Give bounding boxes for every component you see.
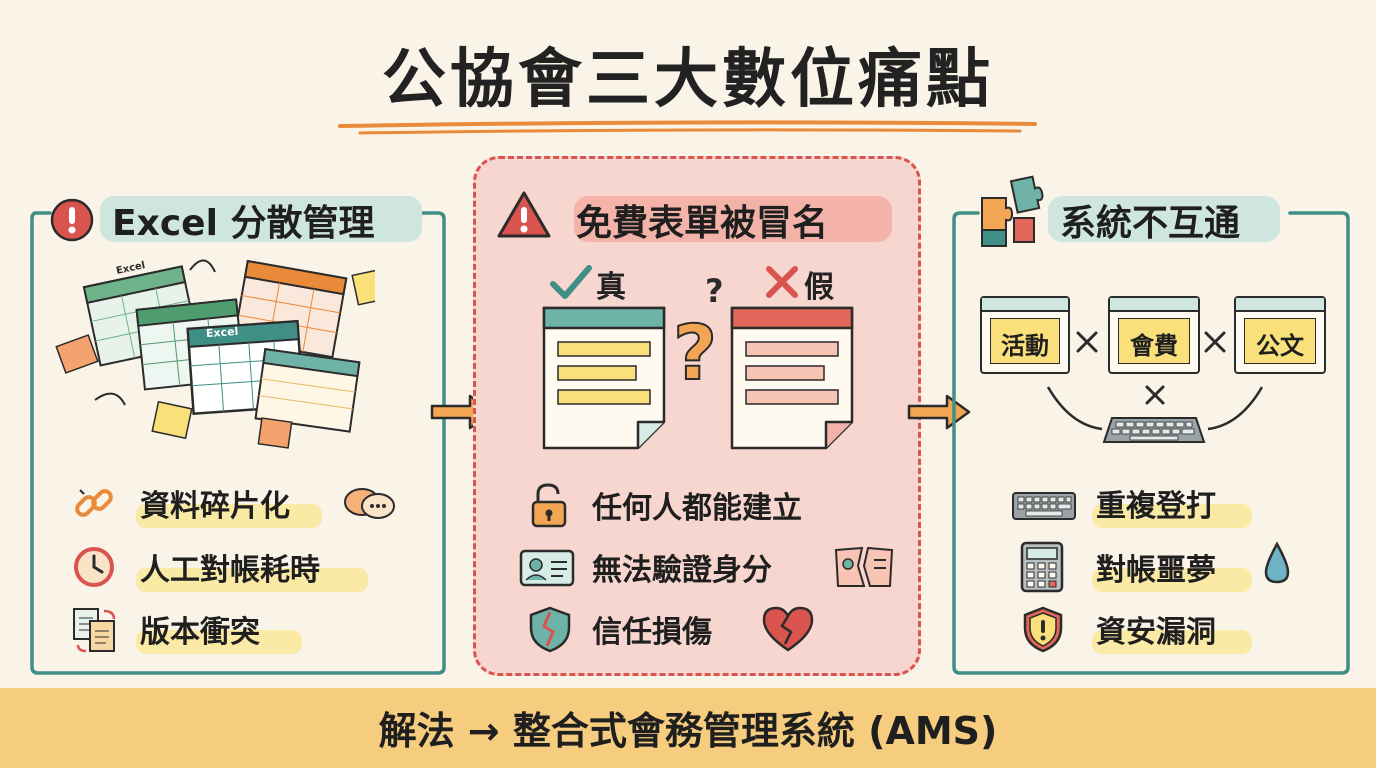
- keyboard-small-icon: [1012, 492, 1076, 520]
- panel-excel-title-highlight: [100, 196, 422, 242]
- clock-icon: [74, 547, 114, 587]
- panel-system-silos-title: 系統不互通: [1060, 203, 1241, 244]
- system-window-fees: [1108, 296, 1200, 374]
- question-mark-icon: ?: [672, 307, 718, 398]
- item-highlight: [136, 630, 302, 654]
- small-question-mark-icon: ?: [705, 272, 724, 310]
- keyboard-icon: [1102, 417, 1206, 443]
- item-anyone-can-create: 任何人都能建立: [592, 491, 802, 526]
- panel-system-silos-frame: [952, 211, 1350, 675]
- system-label-events: 活動: [1001, 332, 1049, 360]
- item-highlight: [1092, 568, 1252, 592]
- cross-icon: [766, 266, 798, 298]
- footer-banner: [0, 688, 1376, 768]
- exclamation-circle-icon: [50, 198, 94, 242]
- checkmark-icon: [550, 265, 592, 299]
- panel-fake-forms-title-highlight: [574, 196, 892, 242]
- disconnect-lines-illustration: [1046, 331, 1264, 431]
- warning-triangle-icon: [497, 191, 551, 238]
- calculator-icon: [1020, 541, 1064, 593]
- item-reconciliation-nightmare: 對帳噩夢: [1096, 553, 1216, 588]
- document-conflict-icon: [73, 608, 116, 653]
- broken-id-card-icon: [834, 546, 894, 587]
- fake-form-illustration: [730, 306, 854, 450]
- cracked-shield-icon: [529, 606, 571, 653]
- item-highlight: [1092, 504, 1252, 528]
- real-form-illustration: [542, 306, 666, 450]
- fake-label: 假: [804, 270, 834, 305]
- broken-heart-icon: [762, 606, 814, 652]
- panel-excel-frame: [30, 211, 446, 675]
- system-window-documents: [1234, 296, 1326, 374]
- item-duplicate-entry: 重複登打: [1096, 489, 1216, 524]
- unlocked-padlock-icon: [531, 483, 567, 528]
- panel-fake-forms-title: 免費表單被冒名: [576, 203, 829, 244]
- real-label: 真: [596, 270, 626, 305]
- broken-link-icon: [75, 489, 113, 517]
- item-highlight: [136, 504, 322, 528]
- item-manual-reconciliation: 人工對帳耗時: [140, 553, 320, 588]
- item-data-fragmentation: 資料碎片化: [140, 489, 290, 524]
- item-trust-damage: 信任損傷: [592, 615, 712, 650]
- item-cannot-verify-identity: 無法驗證身分: [592, 553, 772, 588]
- item-highlight: [136, 568, 368, 592]
- footer-solution-text: 解法 → 整合式會務管理系統 (AMS): [378, 709, 998, 753]
- security-alert-shield-icon: [1023, 606, 1063, 653]
- scattered-spreadsheets-illustration: [55, 259, 375, 449]
- title-underline: [338, 120, 1037, 135]
- page-title: 公協會三大數位痛點: [382, 43, 994, 117]
- system-label-fees: 會費: [1130, 332, 1178, 360]
- puzzle-pieces-icon: [981, 175, 1044, 247]
- spreadsheet-label-front: Excel: [205, 324, 239, 341]
- item-highlight: [1092, 630, 1252, 654]
- id-card-icon: [519, 549, 575, 587]
- panel-system-silos-title-highlight: [1048, 196, 1280, 242]
- chat-bubbles-icon: [344, 488, 395, 519]
- panel-excel-title: Excel 分散管理: [112, 203, 375, 244]
- system-label-documents: 公文: [1256, 332, 1304, 360]
- sweat-drop-icon: [1264, 541, 1290, 584]
- item-security-vulnerability: 資安漏洞: [1096, 615, 1216, 650]
- item-version-conflict: 版本衝突: [140, 615, 260, 650]
- system-window-events: [980, 296, 1070, 374]
